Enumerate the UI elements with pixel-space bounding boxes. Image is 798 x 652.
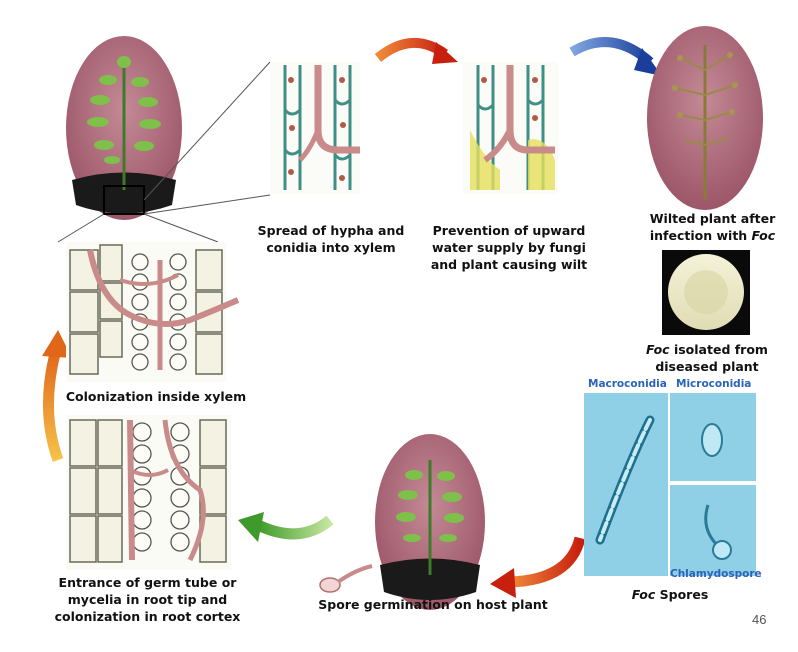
isolated-label-foc: Foc — [646, 342, 670, 357]
colonization-label: Colonization inside xylem — [65, 389, 247, 404]
zoom-lines — [57, 61, 271, 243]
spores-label: Foc Spores — [610, 586, 730, 603]
arrow-blue-top — [569, 37, 662, 76]
wilted-label: Wilted plant after infection with Foc — [630, 210, 795, 244]
spores-label-foc: Foc — [631, 587, 656, 602]
wilted-label-text: Wilted plant after infection with — [649, 211, 776, 243]
xylem-blocked-sketch — [463, 62, 558, 194]
entrance-label: Entrance of germ tube or mycelia in root… — [54, 575, 241, 624]
isolated-label-text: isolated from diseased plant — [655, 342, 768, 374]
root-cortex-entrance-sketch — [66, 415, 231, 570]
macroconidia-label: Macroconidia — [588, 378, 667, 390]
healthy-plant-oval — [66, 36, 182, 220]
arrow-red-top — [374, 37, 458, 64]
spread-label: Spread of hypha and conidia into xylem — [257, 223, 405, 255]
arrow-orange — [42, 330, 72, 462]
wilted-label-foc: Foc — [751, 228, 776, 243]
spores-label-text: Spores — [655, 587, 709, 602]
petri-dish-photo — [662, 250, 750, 335]
wilted-plant-oval — [647, 26, 763, 210]
microconidia-label: Microconidia — [676, 378, 752, 390]
host-plant-oval — [375, 434, 485, 610]
isolated-label: Foc isolated from diseased plant — [632, 341, 782, 375]
page-number: 46 — [752, 612, 767, 627]
xylem-spread-sketch — [270, 62, 360, 194]
germinating-spore — [319, 564, 373, 593]
chlamydospore-label: Chlamydospore — [670, 568, 762, 580]
germination-label: Spore germination on host plant — [318, 597, 548, 612]
spore-micrographs — [584, 393, 756, 576]
prevention-label: Prevention of upward water supply by fun… — [430, 223, 588, 272]
arrow-green — [238, 512, 334, 542]
arrow-red-bottom — [490, 536, 586, 598]
root-xylem-colonization-sketch — [66, 242, 240, 382]
